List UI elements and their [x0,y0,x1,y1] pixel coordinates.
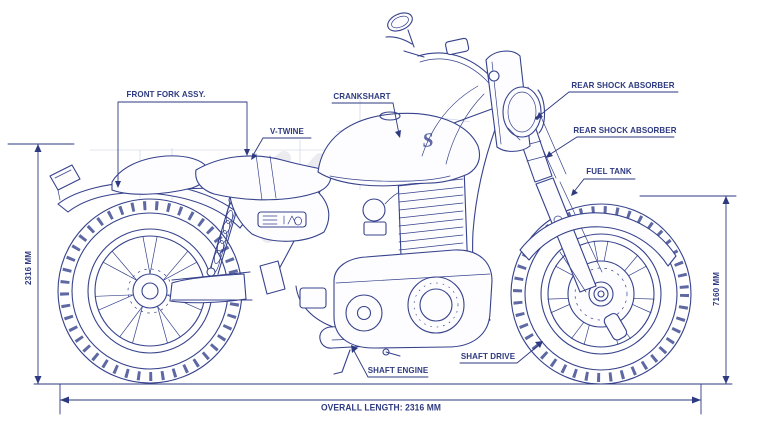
callout-crankshaft: CRANKSHART [333,90,391,101]
callout-leaders [115,91,679,378]
engine [299,142,493,349]
callout-rear-shock-absorber-mid: REAR SHOCK ABSORBER [573,124,677,135]
shaft-drive-housing [169,271,253,304]
fuel-tank [317,111,481,187]
handlebar-grip [403,50,425,58]
control-cables [421,85,485,165]
overall-length-dimension: OVERALL LENGTH: 2316 MM [321,402,441,413]
right-height-dimension: 7160 MM [710,272,721,306]
dimension-lines [7,143,737,415]
front-fender [519,212,677,293]
seat [111,153,332,201]
callout-shaft-engine: SHAFT ENGINE [367,364,429,375]
callout-shaft-drive: SHAFT DRIVE [460,350,516,361]
left-height-dimension: 2316 MM [22,251,33,285]
callout-v-twine: V-TWINE [270,125,304,136]
callout-rear-shock-absorber-top: REAR SHOCK ABSORBER [571,79,675,90]
turn-signal [488,70,500,82]
front-end [385,12,609,302]
brake-lever [385,36,413,45]
instrument-cluster [445,37,470,56]
tank-brand-logo: S [421,129,435,152]
mirror [387,12,413,32]
mirror-stem [407,29,415,48]
callout-front-fork-assy: FRONT FORK ASSY. [126,88,206,99]
headlight [502,86,542,138]
callout-fuel-tank: FUEL TANK [586,165,632,176]
brake-caliper [603,313,628,341]
